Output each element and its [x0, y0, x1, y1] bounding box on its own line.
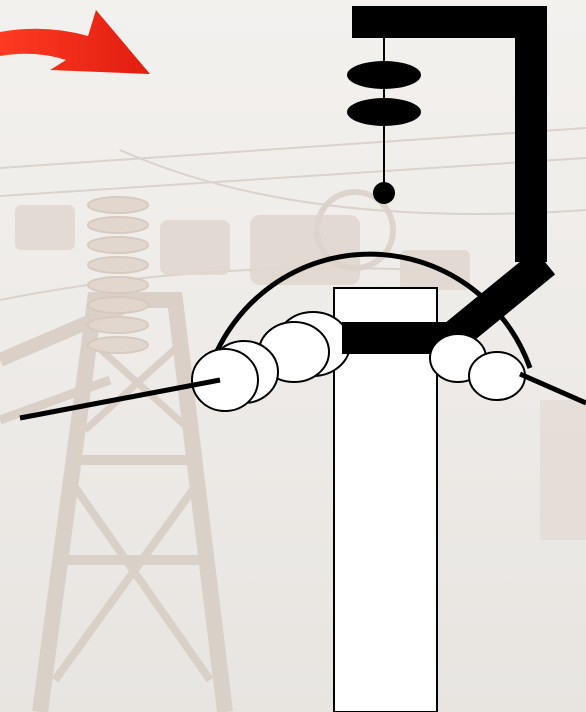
insulator-disc-icon [347, 61, 421, 89]
insulator-disc-icon [192, 349, 258, 411]
junction-dot-icon [373, 182, 395, 204]
insulator-disc-icon [347, 98, 421, 126]
insulator-disc-icon [469, 352, 525, 400]
